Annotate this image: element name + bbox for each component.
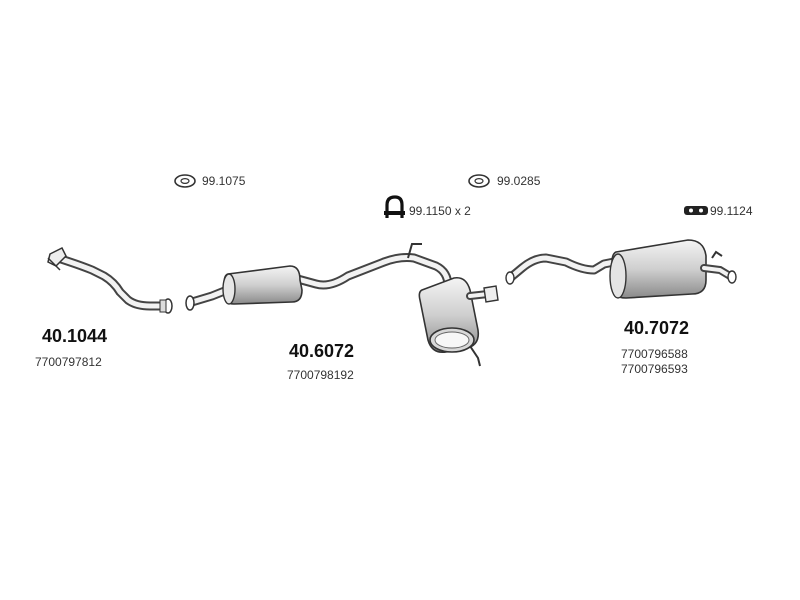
accessory-code: 99.1124 (710, 204, 753, 218)
accessory-code: 99.1150 x 2 (409, 204, 471, 218)
part-number: 40.1044 (42, 326, 108, 346)
accessory-code: 99.1075 (202, 174, 246, 188)
part-number: 40.7072 (624, 318, 690, 338)
oem-number: 7700796588 (621, 347, 688, 361)
gasket-ring-icon (174, 174, 196, 188)
u-bolt-clamp-icon (384, 195, 405, 218)
rubber-hanger-icon (684, 206, 708, 215)
oem-number: 7700797812 (35, 355, 102, 369)
oem-number: 7700798192 (287, 368, 354, 382)
part-number: 40.6072 (289, 341, 355, 361)
oem-number: 7700796593 (621, 362, 688, 376)
accessory-code: 99.0285 (497, 174, 541, 188)
intermediate-pipe-drawing (185, 243, 499, 367)
gasket-ring-icon (468, 174, 490, 188)
front-pipe-drawing (47, 246, 173, 314)
rear-silencer-drawing (505, 239, 737, 299)
